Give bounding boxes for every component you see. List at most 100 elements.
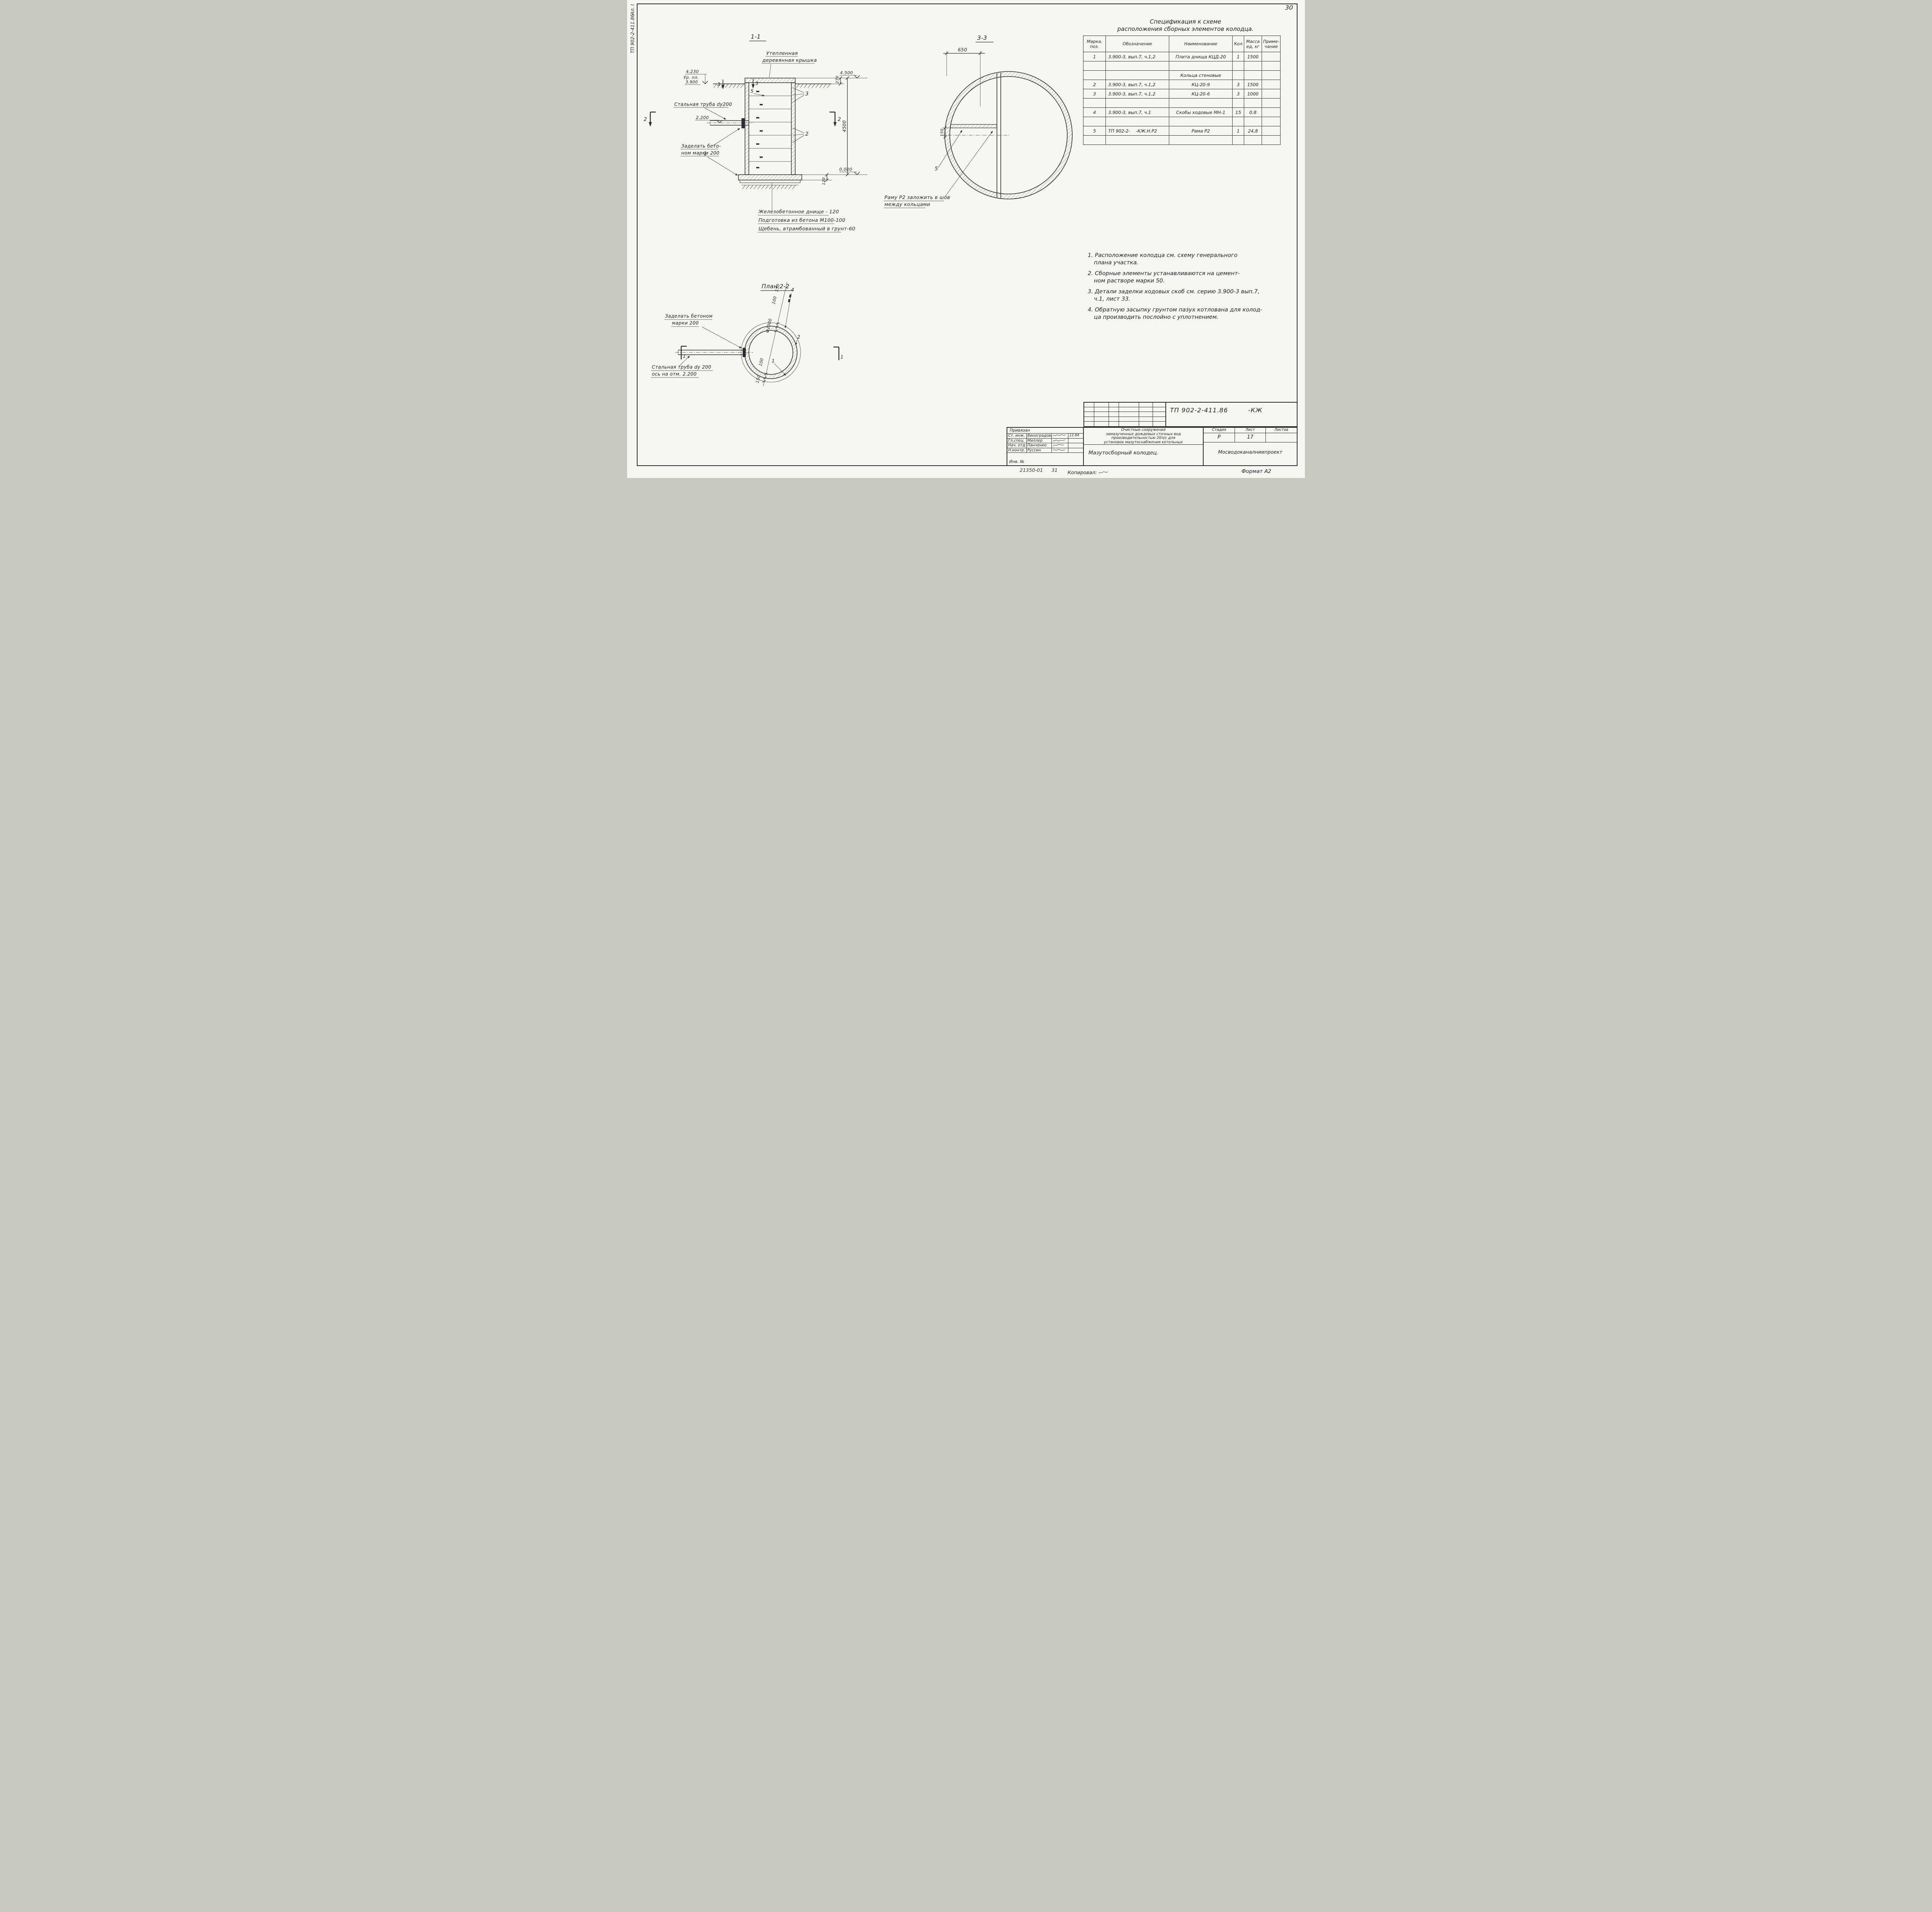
title-block-staff: Привязан Ст. инж. Виноградова 12.84 Гл.с… (1007, 428, 1084, 465)
steel-pipe-plan (675, 348, 753, 357)
project-description: Очистные сооружения замазученных дождевы… (1084, 428, 1203, 445)
pos-1-label: 1 (772, 358, 775, 364)
dim-4500: 4500 (842, 120, 847, 132)
spec-table: Марка, поз. Обозначение Наименование Кол… (1083, 36, 1281, 145)
pos-5-label: 5 (750, 88, 753, 94)
bottom-note-3: Щебень, втрамбованный в грунт-60 (759, 226, 855, 231)
copier-signature (1099, 471, 1108, 474)
frame-note-line1: Раму Р2 заложить в шов (884, 194, 950, 200)
frame-note-line2: между кольцами (884, 201, 930, 207)
staff-row-4: Н.контр. Руссин (1007, 448, 1083, 453)
doc-number: ТП 902-2-411.86 (1170, 407, 1228, 414)
title-block-stage: Стадия Лист Листов Р 17 Мосводоканалниип… (1204, 428, 1297, 465)
stage-values: Р 17 (1204, 433, 1297, 442)
signature (1052, 448, 1069, 452)
level-4500: 4.500 (840, 70, 853, 75)
level-4230: 4.230 (686, 69, 699, 74)
cover-label: Утепленная деревянная крышка (762, 50, 817, 78)
position-labels: 3 3 5 3 2 (717, 79, 809, 143)
doc-side-label: ТП 902-2-411.86 (630, 14, 635, 53)
pos-2-label: 2 (797, 334, 800, 340)
concrete-prep-layer (740, 180, 801, 183)
level-0000: 0.000 (839, 167, 852, 172)
well-structure (738, 78, 802, 185)
view-title-text: 3-3 (977, 34, 987, 41)
sheet-object-title: Мазутосборный колодец. (1088, 450, 1158, 456)
cover-label-line1: Утепленная (766, 50, 798, 56)
spec-row (1083, 117, 1281, 126)
embed-concrete-label-2: марки 200 (672, 320, 699, 326)
spec-title-line1: Спецификация к схеме (1150, 18, 1221, 25)
col-note: Приме- чание (1261, 36, 1281, 52)
material-notes: Железобетонное днище - 120 Подготовка из… (758, 182, 855, 233)
section-3-3-drawing: 3-3 650 150 5 (884, 34, 1073, 208)
pos-2-label: 2 (805, 131, 809, 137)
spec-header-row: Марка, поз. Обозначение Наименование Кол… (1083, 36, 1281, 52)
dim-270: 270 (835, 76, 840, 83)
signature (1052, 434, 1069, 438)
sheet-value: 17 (1235, 433, 1266, 442)
spec-title: Спецификация к схеме расположения сборны… (1095, 18, 1276, 33)
spec-row: Кольца стеновые (1083, 70, 1281, 80)
embed-concrete-label-2: ном марки 200 (681, 150, 719, 156)
staff-row-1: Ст. инж. Виноградова 12.84 (1007, 434, 1083, 439)
dim-120: 120 (822, 177, 826, 185)
title-block: Привязан Ст. инж. Виноградова 12.84 Гл.с… (1007, 427, 1298, 466)
staff-row-2: Гл.спец. Миллер (1007, 438, 1083, 443)
format-label: Формат А2 (1242, 468, 1271, 475)
note-1: 1. Расположение колодца см. схему генера… (1088, 252, 1238, 266)
pos-5-label: 5 (935, 166, 938, 172)
pos-3-label: 3 (805, 91, 809, 97)
dim-100-top: 100 (771, 296, 777, 304)
col-mass: Масса ед, кг (1244, 36, 1262, 52)
left-wall (745, 82, 749, 175)
page-number: 30 (1285, 4, 1293, 11)
dim-150-top: 150 (774, 283, 781, 292)
view-title-text: План 2-2 (762, 283, 789, 290)
spec-row (1083, 61, 1281, 71)
dim-650-text: 650 (958, 47, 967, 53)
album-side-label: Ал. I (630, 4, 635, 15)
dim-150-bottom: 150 (755, 374, 761, 383)
inventory-label: Инв. № (1009, 459, 1024, 464)
ground-level-label: Ур. пл. (684, 75, 699, 80)
signature (1052, 438, 1069, 443)
view-title-1-1: 1-1 (749, 33, 766, 41)
wooden-cover (745, 78, 796, 83)
ring-section (941, 71, 1073, 199)
section-1-marker-left: 1 (683, 354, 686, 359)
ground-lines (713, 83, 831, 189)
staff-row-3: Нач. отд. Панченко (1007, 443, 1083, 448)
embed-concrete-label-1: Заделать бетоном (665, 313, 713, 319)
spec-row (1083, 135, 1281, 145)
section-3-marker-left: 3 (717, 82, 720, 87)
dim-100-bottom: 100 (758, 357, 764, 366)
wall-inner-circle (748, 330, 793, 375)
pipe-embed-plate (742, 118, 745, 128)
note-4: 4. Обратную засыпку грунтом пазух котлов… (1088, 307, 1262, 320)
cover-label-line2: деревянная крышка (762, 57, 817, 63)
organization: Мосводоканалниипроект (1218, 449, 1282, 455)
embed-concrete-label-1: Заделать бето- (681, 143, 721, 149)
copied-by: Копировал: (1068, 469, 1109, 475)
note-2: 2. Сборные элементы устанавливаются на ц… (1088, 270, 1240, 284)
binding-row: Привязан (1007, 428, 1083, 434)
sheets-value (1266, 433, 1297, 442)
dim-150-text: 150 (940, 129, 944, 136)
ladder-rungs (756, 91, 763, 168)
dim-650: 650 (943, 47, 985, 106)
col-qty: Кол (1232, 36, 1244, 52)
document-number-cell: ТП 902-2-411.86-КЖ (1165, 403, 1297, 426)
bottom-note-1: Железобетонное днище - 120 (758, 209, 839, 214)
general-notes: 1. Расположение колодца см. схему генера… (1088, 252, 1296, 325)
left-dimensions: 4.230 Ур. пл. 3.900 2 2 2.200 Стальная т… (644, 69, 841, 176)
bottom-note-2: Подготовка из бетона М100-100 (759, 217, 845, 223)
spec-title-line2: расположения сборных элементов колодца. (1117, 26, 1254, 32)
steel-pipe-section (707, 118, 753, 128)
stage-value: Р (1204, 433, 1235, 442)
